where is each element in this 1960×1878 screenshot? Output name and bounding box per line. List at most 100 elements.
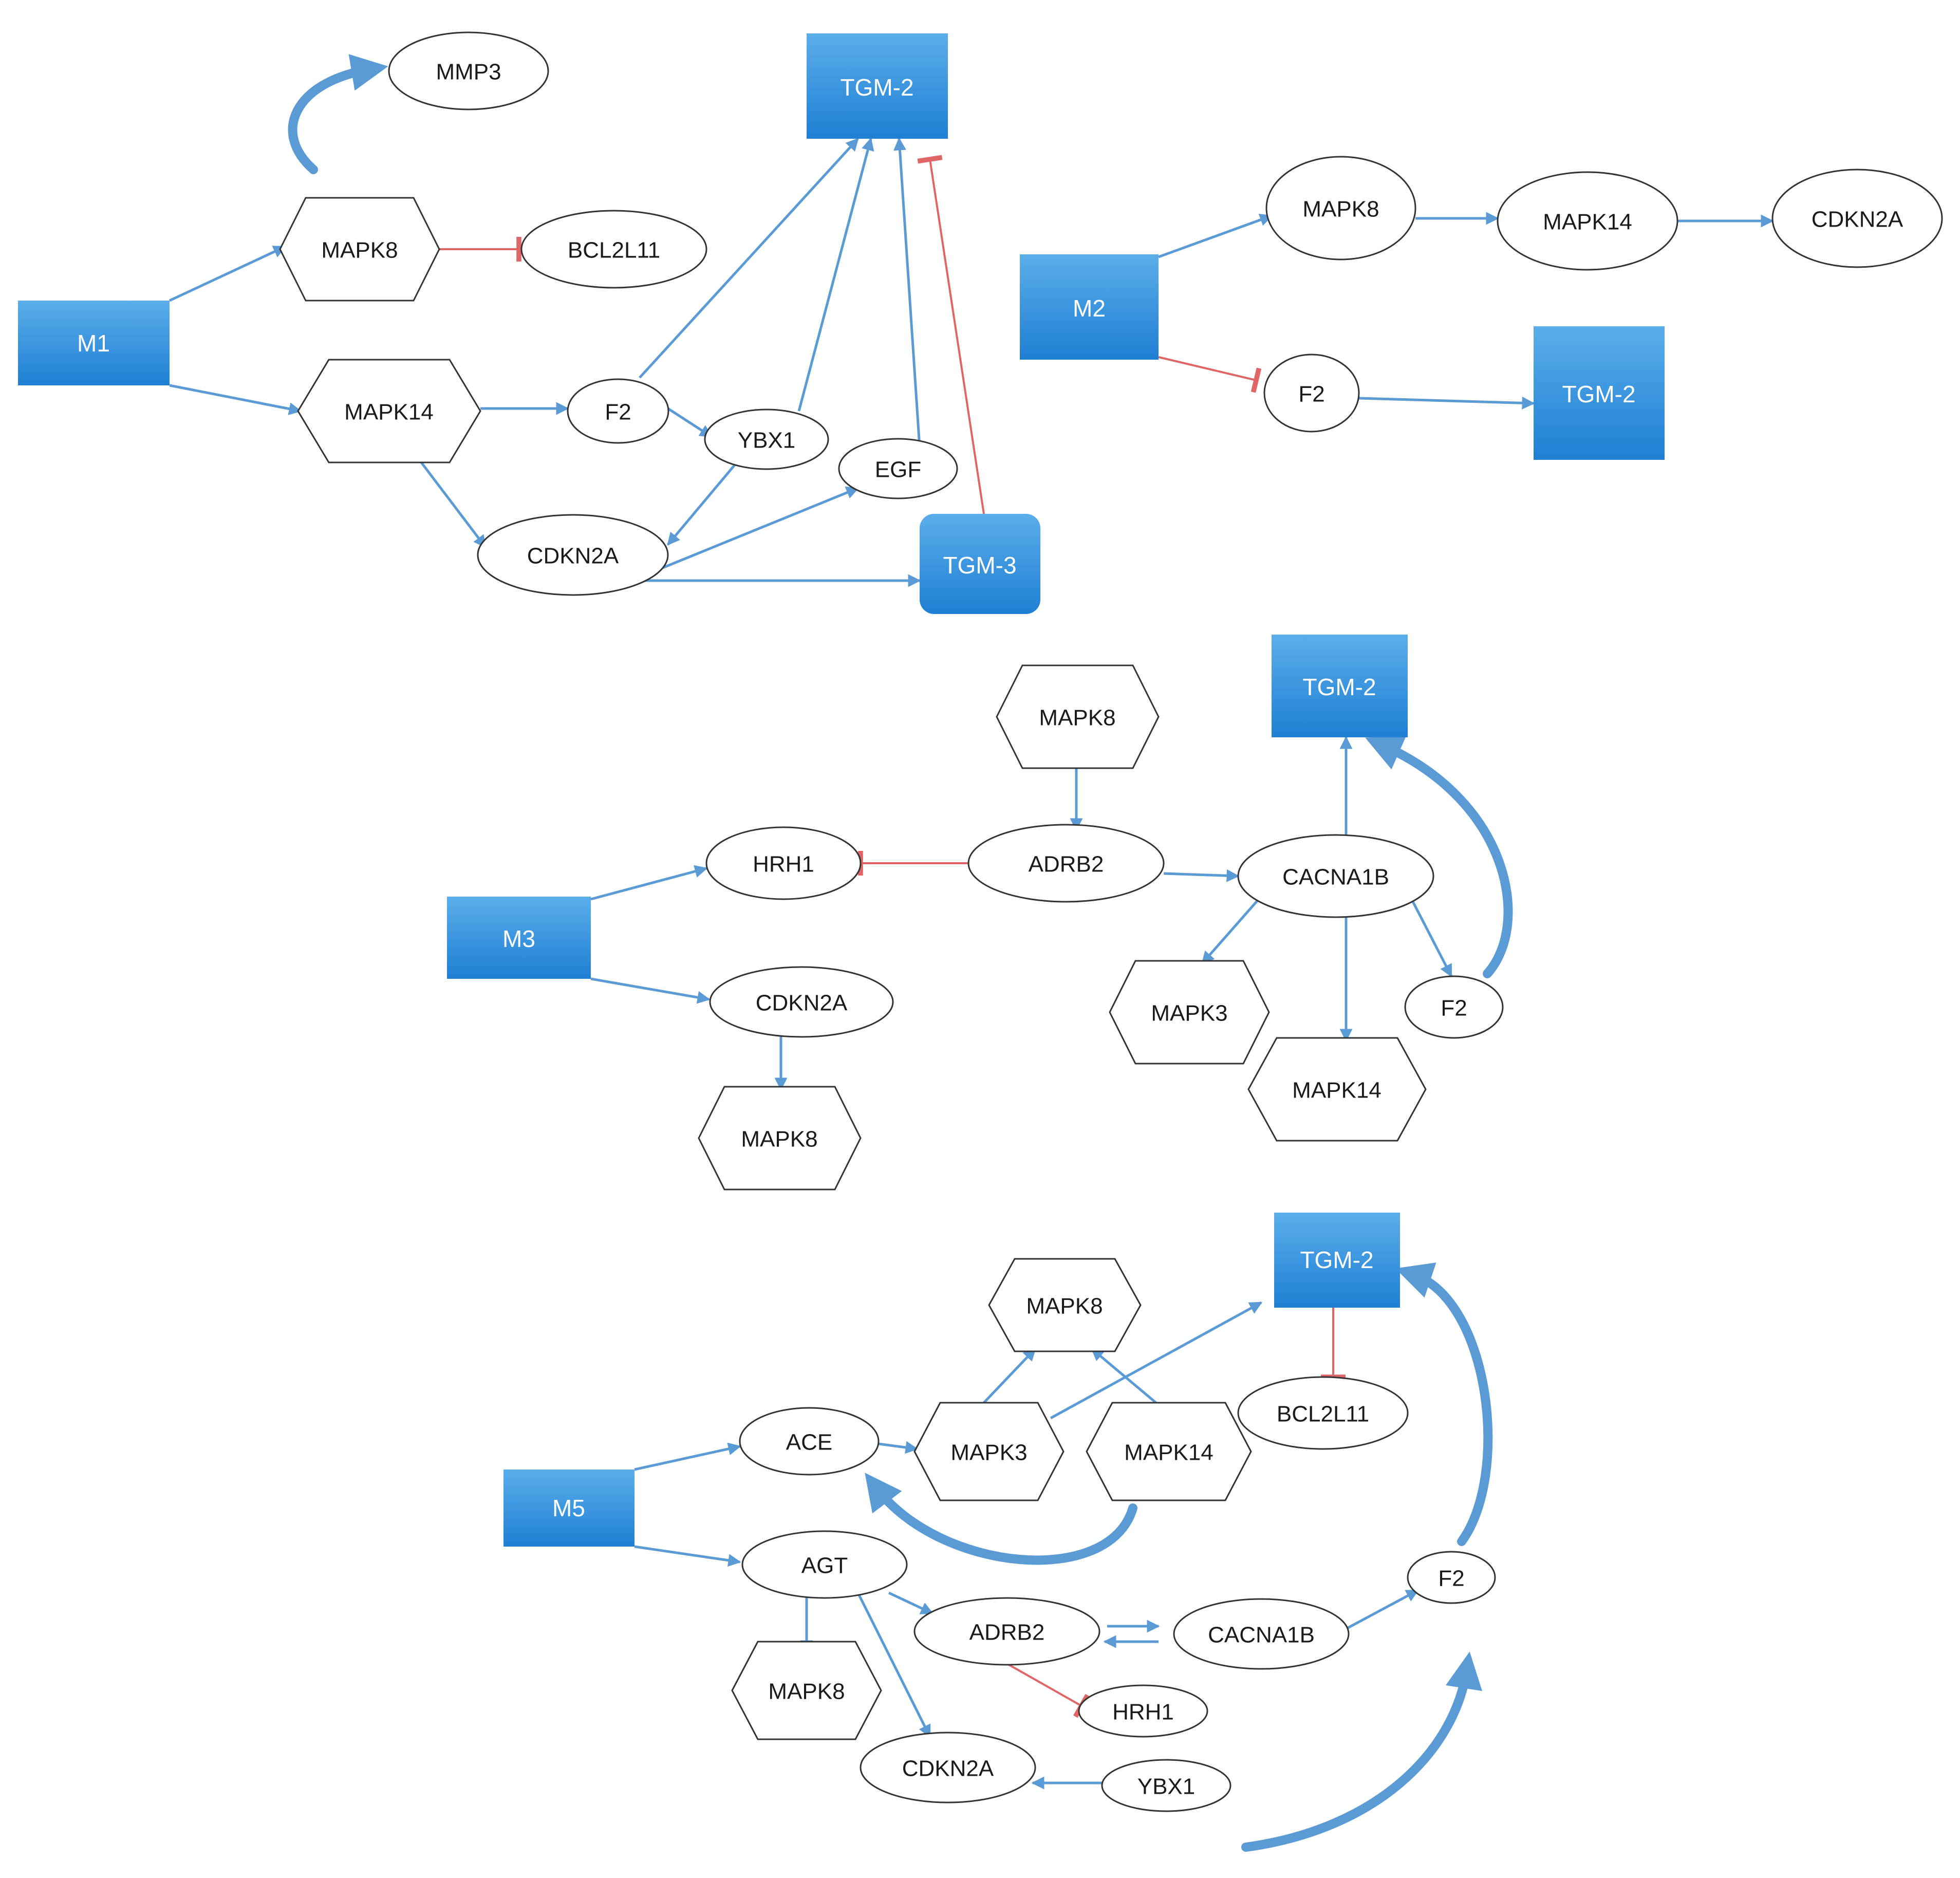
label-cdkn2a-m2: CDKN2A [1812,207,1903,232]
label-agt-m5: AGT [801,1553,848,1578]
node-adrb2-m5 [913,1597,1100,1666]
edge-mapk3-mapk8-m5 [983,1348,1036,1404]
label-f2-m1: F2 [605,400,631,425]
node-f2-m1 [567,378,669,444]
label-mapk14-m3: MAPK14 [1292,1078,1382,1103]
node-cdkn2a-m1 [477,514,669,596]
label-ace-m5: ACE [786,1430,832,1455]
inhibit-m2-f2 [1158,356,1262,393]
node-mapk8-bottom-m5 [731,1641,882,1740]
edge-adrb2-cacna1b-m3 [1163,869,1240,882]
node-cdkn2a-m3 [709,966,894,1038]
module-m1: M1 MMP3 TGM-2 MAPK8 BCL2L11 MAPK14 F2 YB… [18,31,1040,614]
edge-ace-mapk3-m5 [878,1441,919,1454]
box-m1 [18,301,170,385]
node-ace-m5 [739,1407,880,1476]
edge-m3-hrh1 [590,865,708,901]
label-tgm2-m3: TGM-2 [1302,674,1376,700]
node-f2-m5 [1407,1551,1496,1604]
edge-ybx1-cdkn2a [667,464,736,546]
edge-cdkn2a-egf [662,486,860,569]
label-mapk8-bottom-m5: MAPK8 [768,1679,845,1704]
node-f2-m2 [1263,354,1360,433]
curved-arrow-mapk14-ace-m5 [865,1473,1137,1565]
box-tgm2-m5 [1274,1213,1400,1308]
node-mapk14-m5 [1086,1402,1252,1501]
module-m3: M3 MAPK8 TGM-2 HRH1 ADRB2 CACNA1B CDKN2A… [447,635,1513,1191]
label-m2: M2 [1073,295,1106,322]
label-tgm2-m1: TGM-2 [840,74,913,101]
edge-mapk14-cdkn2a [420,461,487,548]
curved-arrow-f2-tgm2-m3 [1365,735,1513,978]
inhibit-tgm3-tgm2 [917,155,985,514]
label-cdkn2a-m3: CDKN2A [756,991,848,1016]
edge-f2-tgm2 [639,138,859,379]
edge-cacna1b-f2-m5 [1345,1589,1420,1630]
edge-cacna1b-f2-m3 [1409,896,1453,978]
box-tgm2-m2 [1534,326,1665,460]
box-m3 [447,897,591,979]
label-tgm3-m1: TGM-3 [943,552,1016,579]
label-cacna1b-m5: CACNA1B [1208,1623,1315,1648]
edge-agt-cdkn2a-m5 [856,1592,931,1738]
label-m3: M3 [502,925,535,952]
label-mapk8-bottom-m3: MAPK8 [741,1127,817,1152]
node-mapk3-m3 [1109,960,1270,1065]
label-f2-m3: F2 [1441,996,1467,1021]
node-mapk14-m3 [1247,1037,1427,1142]
box-m5 [503,1470,634,1547]
node-bcl2l11-m1 [520,210,707,289]
curved-arrow-bottom-to-f2-m5 [1241,1651,1482,1852]
node-cacna1b-m3 [1237,834,1434,918]
node-mapk3-m5 [913,1402,1065,1501]
node-ybx1-m1 [704,408,829,470]
label-tgm2-m5: TGM-2 [1300,1247,1373,1273]
box-tgm2-m3 [1272,635,1408,737]
curved-arrow-mapk8-mmp3 [288,54,388,174]
node-ybx1-m5 [1101,1759,1231,1812]
edge-cacna1b-mapk3-m3 [1201,898,1260,964]
edge-f2-ybx1 [667,407,713,438]
inhibit-adrb2-hrh1-m5 [1004,1661,1090,1718]
label-f2-m2: F2 [1298,382,1324,407]
node-mapk8-m1 [279,197,440,302]
label-tgm2-m2: TGM-2 [1562,381,1635,407]
edge-mapk14-mapk8-m5 [1091,1348,1157,1404]
label-mapk3-m5: MAPK3 [950,1440,1027,1465]
label-mapk8-top-m3: MAPK8 [1039,705,1115,731]
node-mapk8-m2 [1265,156,1416,261]
label-f2-m5: F2 [1438,1566,1464,1591]
edge-agt-adrb2-m5 [888,1591,934,1615]
module-m2: M2 MAPK8 MAPK14 CDKN2A F2 TGM-2 [1020,156,1943,460]
label-m5: M5 [552,1495,585,1521]
label-cacna1b-m3: CACNA1B [1282,865,1389,890]
edge-m5-ace [634,1442,741,1471]
node-cdkn2a-m5 [860,1732,1036,1803]
edge-f2-tgm2-m2 [1358,396,1535,410]
edge-mapk3-tgm2-m5 [1050,1301,1263,1420]
node-hrh1-m5 [1078,1684,1208,1738]
label-cdkn2a-m1: CDKN2A [527,544,619,569]
node-bcl2l11-m5 [1237,1376,1409,1450]
module-m5: M5 TGM-2 MAPK8 ACE MAPK3 MAPK14 BCL2L11 … [503,1213,1496,1852]
node-hrh1-m3 [705,826,862,900]
box-tgm3-m1 [920,514,1040,614]
label-bcl2l11-m5: BCL2L11 [1277,1402,1369,1427]
label-mapk14-m2: MAPK14 [1543,210,1632,235]
edge-m3-cdkn2a [590,977,711,1004]
node-mapk8-top-m3 [996,664,1160,769]
node-mmp3 [388,31,549,110]
label-mapk3-m3: MAPK3 [1151,1001,1227,1026]
edge-m1-mapk14 [169,384,302,415]
node-mapk14-m2 [1497,171,1678,271]
box-tgm2-m1 [807,33,948,139]
label-mmp3: MMP3 [436,60,501,85]
node-egf-m1 [838,438,958,499]
edge-m5-agt [634,1545,741,1567]
label-adrb2-m5: ADRB2 [969,1620,1045,1645]
label-ybx1-m5: YBX1 [1137,1774,1196,1799]
node-mapk8-top-m5 [988,1258,1142,1352]
label-mapk14-m5: MAPK14 [1124,1440,1214,1465]
edge-m1-mapk8 [169,245,287,302]
